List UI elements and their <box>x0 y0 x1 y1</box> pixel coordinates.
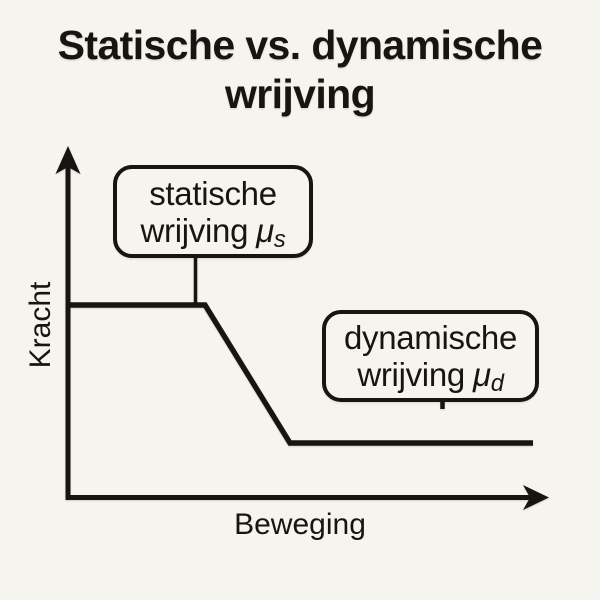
mu-s-symbol: μs <box>256 211 286 252</box>
x-axis-arrowhead-icon <box>523 485 549 510</box>
mu-glyph: μ <box>256 211 274 249</box>
mu-d-subscript: d <box>490 370 504 398</box>
mu-d-symbol: μd <box>472 356 504 396</box>
title-line-2: wrijving <box>224 71 376 117</box>
y-axis-arrowhead-icon <box>55 146 81 174</box>
dynamic-callout-line1: dynamische <box>343 319 518 356</box>
static-callout-line1: statische <box>149 174 277 212</box>
diagram-title: Statische vs. dynamische wrijving <box>0 21 600 119</box>
friction-curve-line <box>68 302 533 446</box>
mu-glyph: μ <box>472 356 491 393</box>
dynamic-callout-word: wrijving <box>357 356 465 393</box>
mu-s-subscript: s <box>273 225 286 253</box>
title-line-1: Statische vs. dynamische <box>57 22 543 68</box>
x-axis-label: Beweging <box>234 508 366 541</box>
y-axis-label: Kracht <box>24 281 57 369</box>
static-callout-word: wrijving <box>140 211 249 249</box>
